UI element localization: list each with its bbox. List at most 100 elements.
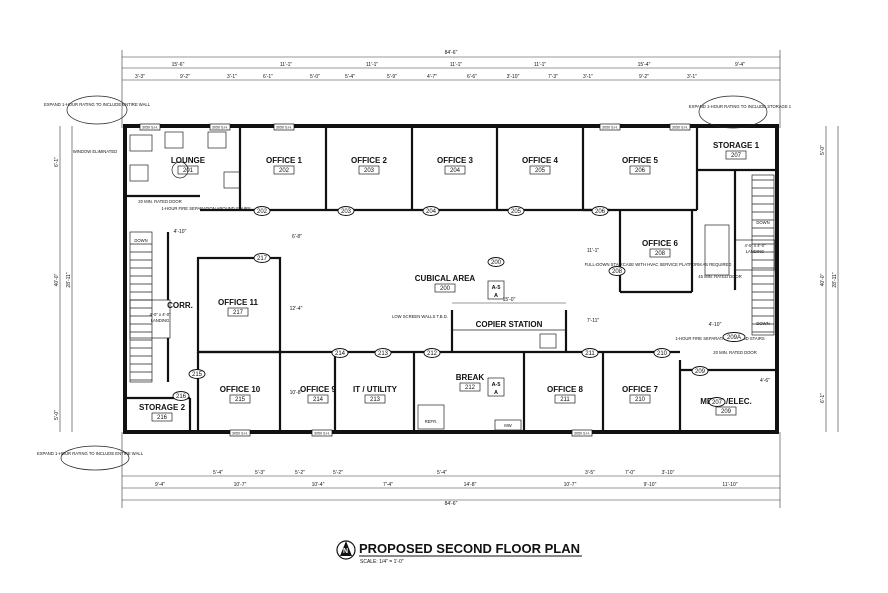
top-dimensions: 84'-6" — [121, 50, 781, 128]
overall-dim-top: 84'-6" — [445, 50, 458, 56]
room-num-break: 212 — [465, 385, 476, 391]
room-num-office-7: 210 — [635, 397, 646, 403]
dim-top-r3-8: 6'-6" — [467, 74, 477, 80]
north-arrow-letter: N — [343, 548, 348, 555]
dim-top-r2-3: 11'-1" — [450, 62, 463, 68]
room-name-office-7: OFFICE 7 — [622, 385, 659, 394]
door-tag-label-203: 203 — [341, 209, 352, 215]
room-num-box-office-5 — [629, 165, 651, 175]
window-label-7: 3050 S.H. — [574, 432, 590, 436]
room-name-office-8: OFFICE 8 — [547, 385, 584, 394]
window-4 — [669, 123, 691, 131]
section-tag-top-label: A-5 — [492, 285, 501, 291]
room-name-office-5: OFFICE 5 — [622, 156, 659, 165]
window-label-6: 3050 S.H. — [314, 432, 330, 436]
window-0 — [139, 123, 161, 131]
room-name-copier: COPIER STATION — [476, 320, 543, 329]
door-tag-210: 210 — [653, 348, 671, 358]
dim-10-8: 10'-8" — [290, 390, 303, 396]
stair-down-left: DOWN — [134, 238, 147, 243]
door-tag-label-211: 211 — [585, 351, 595, 357]
dim-bot-r1-4: 5'-4" — [437, 470, 447, 476]
room-num-office-9: 214 — [313, 397, 324, 403]
side-dimensions — [59, 126, 839, 432]
door-tag-216: 216 — [172, 391, 190, 401]
door-tag-label-207: 207 — [712, 400, 723, 406]
dim-top-r3-9: 3'-10" — [507, 74, 520, 80]
room-name-office-1: OFFICE 1 — [266, 156, 303, 165]
window-6 — [311, 429, 333, 437]
section-tag-top-sub: A — [494, 293, 498, 299]
dim-top-r3-11: 3'-1" — [583, 74, 593, 80]
room-name-storage-1: STORAGE 1 — [713, 141, 760, 150]
room-name-office-3: OFFICE 3 — [437, 156, 474, 165]
dim-bot-r3-1: 11'-10" — [722, 482, 737, 488]
door-tag-217: 217 — [253, 253, 271, 263]
dim-bot-r3-0: 9'-4" — [155, 482, 165, 488]
room-name-office-6: OFFICE 6 — [642, 239, 679, 248]
door-tag-label-200: 200 — [491, 260, 502, 266]
dim-right-1: 40'-0" — [820, 273, 826, 286]
dim-left-2: 28'-11" — [66, 272, 72, 287]
room-name-storage-2: STORAGE 2 — [139, 403, 186, 412]
dim-top-r3-1: 9'-2" — [180, 74, 190, 80]
dim-left-3: 5'-0" — [54, 410, 60, 420]
dim-top-r3-7: 4'-7" — [427, 74, 437, 80]
door-tag-label-215: 215 — [192, 372, 203, 378]
bottom-rooms: REFR. MW 10'-8" 4'-6" — [125, 350, 777, 432]
door-tag-label-217: 217 — [257, 256, 268, 262]
stair-down-right-2: DOWN — [756, 321, 769, 326]
title-block: N PROPOSED SECOND FLOOR PLAN SCALE: 1/4"… — [336, 540, 582, 565]
door-tag-label-209: 209 — [695, 369, 706, 375]
dim-top-r3-0: 3'-3" — [135, 74, 145, 80]
windows: 3050 S.H.3050 S.H.3050 S.H.3050 S.H.3050… — [139, 123, 691, 437]
room-num-office-10: 215 — [235, 397, 246, 403]
window-label-4: 3050 S.H. — [672, 126, 688, 130]
plan-scale: SCALE: 1/4" = 1'-0" — [360, 559, 404, 565]
note-expand-tl: EXPAND 1-HOUR RATING TO INCLUDE ENTIRE W… — [44, 95, 151, 125]
door-tag-213: 213 — [374, 348, 392, 358]
room-num-office-4: 205 — [535, 168, 546, 174]
room-num-office-3: 204 — [450, 168, 461, 174]
window-note: WINDOW ELIMINATED — [73, 149, 117, 154]
window-label-2: 3050 S.H. — [276, 126, 292, 130]
dim-bot-r2-4: 10'-7" — [564, 482, 577, 488]
rated-door-right-2: 20 MIN. RATED DOOR — [713, 350, 756, 355]
room-num-box-mech-elec — [715, 406, 737, 416]
door-tag-209A: 209A — [722, 332, 746, 342]
window-7 — [571, 429, 593, 437]
room-num-office-5: 206 — [635, 168, 646, 174]
room-num-it-utility: 213 — [370, 397, 381, 403]
door-tag-205: 205 — [507, 206, 525, 216]
dim-top-r3-10: 7'-3" — [548, 74, 558, 80]
dim-6-8: 6'-8" — [292, 234, 302, 240]
dim-top-r2-5: 15'-4" — [638, 62, 651, 68]
door-tag-203: 203 — [337, 206, 355, 216]
window-3 — [599, 123, 621, 131]
door-tag-label-206: 206 — [595, 209, 606, 215]
lounge-room: LOUNGE 201 — [129, 126, 242, 212]
room-name-break: BREAK — [456, 373, 485, 382]
door-tag-215: 215 — [188, 369, 206, 379]
expand-tr-note: EXPAND 1-HOUR RATING TO INCLUDE STORAGE … — [689, 104, 792, 109]
note-window: WINDOW ELIMINATED — [73, 149, 117, 154]
room-num-office-2: 203 — [364, 168, 375, 174]
fire-sep-left: 1-HOUR FIRE SEPARATION AROUND STAIRS — [161, 206, 251, 211]
refr-label: REFR. — [425, 419, 438, 424]
section-tag-bottom: A-5 A — [487, 377, 505, 397]
landing-dim-left: 4'-0" x 4'-0" — [149, 312, 171, 317]
room-num-box-office-10 — [229, 394, 251, 404]
room-num-box-it-utility — [364, 394, 386, 404]
door-tag-202: 202 — [253, 206, 271, 216]
dim-4-10-left: 4'-10" — [174, 229, 187, 235]
dim-bot-r2-2: 7'-4" — [383, 482, 393, 488]
dim-top-r3-4: 5'-0" — [310, 74, 320, 80]
room-num-box-office-9 — [307, 394, 329, 404]
room-num-box-office-3 — [444, 165, 466, 175]
dim-bot-r1-0: 5'-4" — [213, 470, 223, 476]
room-name-lounge: LOUNGE — [171, 156, 206, 165]
top-row2-dims: 15'-6"11'-1"11'-1"11'-1"11'-1"15'-4"9'-4… — [172, 62, 746, 68]
expand-tl-note: EXPAND 1-HOUR RATING TO INCLUDE ENTIRE W… — [44, 102, 151, 107]
